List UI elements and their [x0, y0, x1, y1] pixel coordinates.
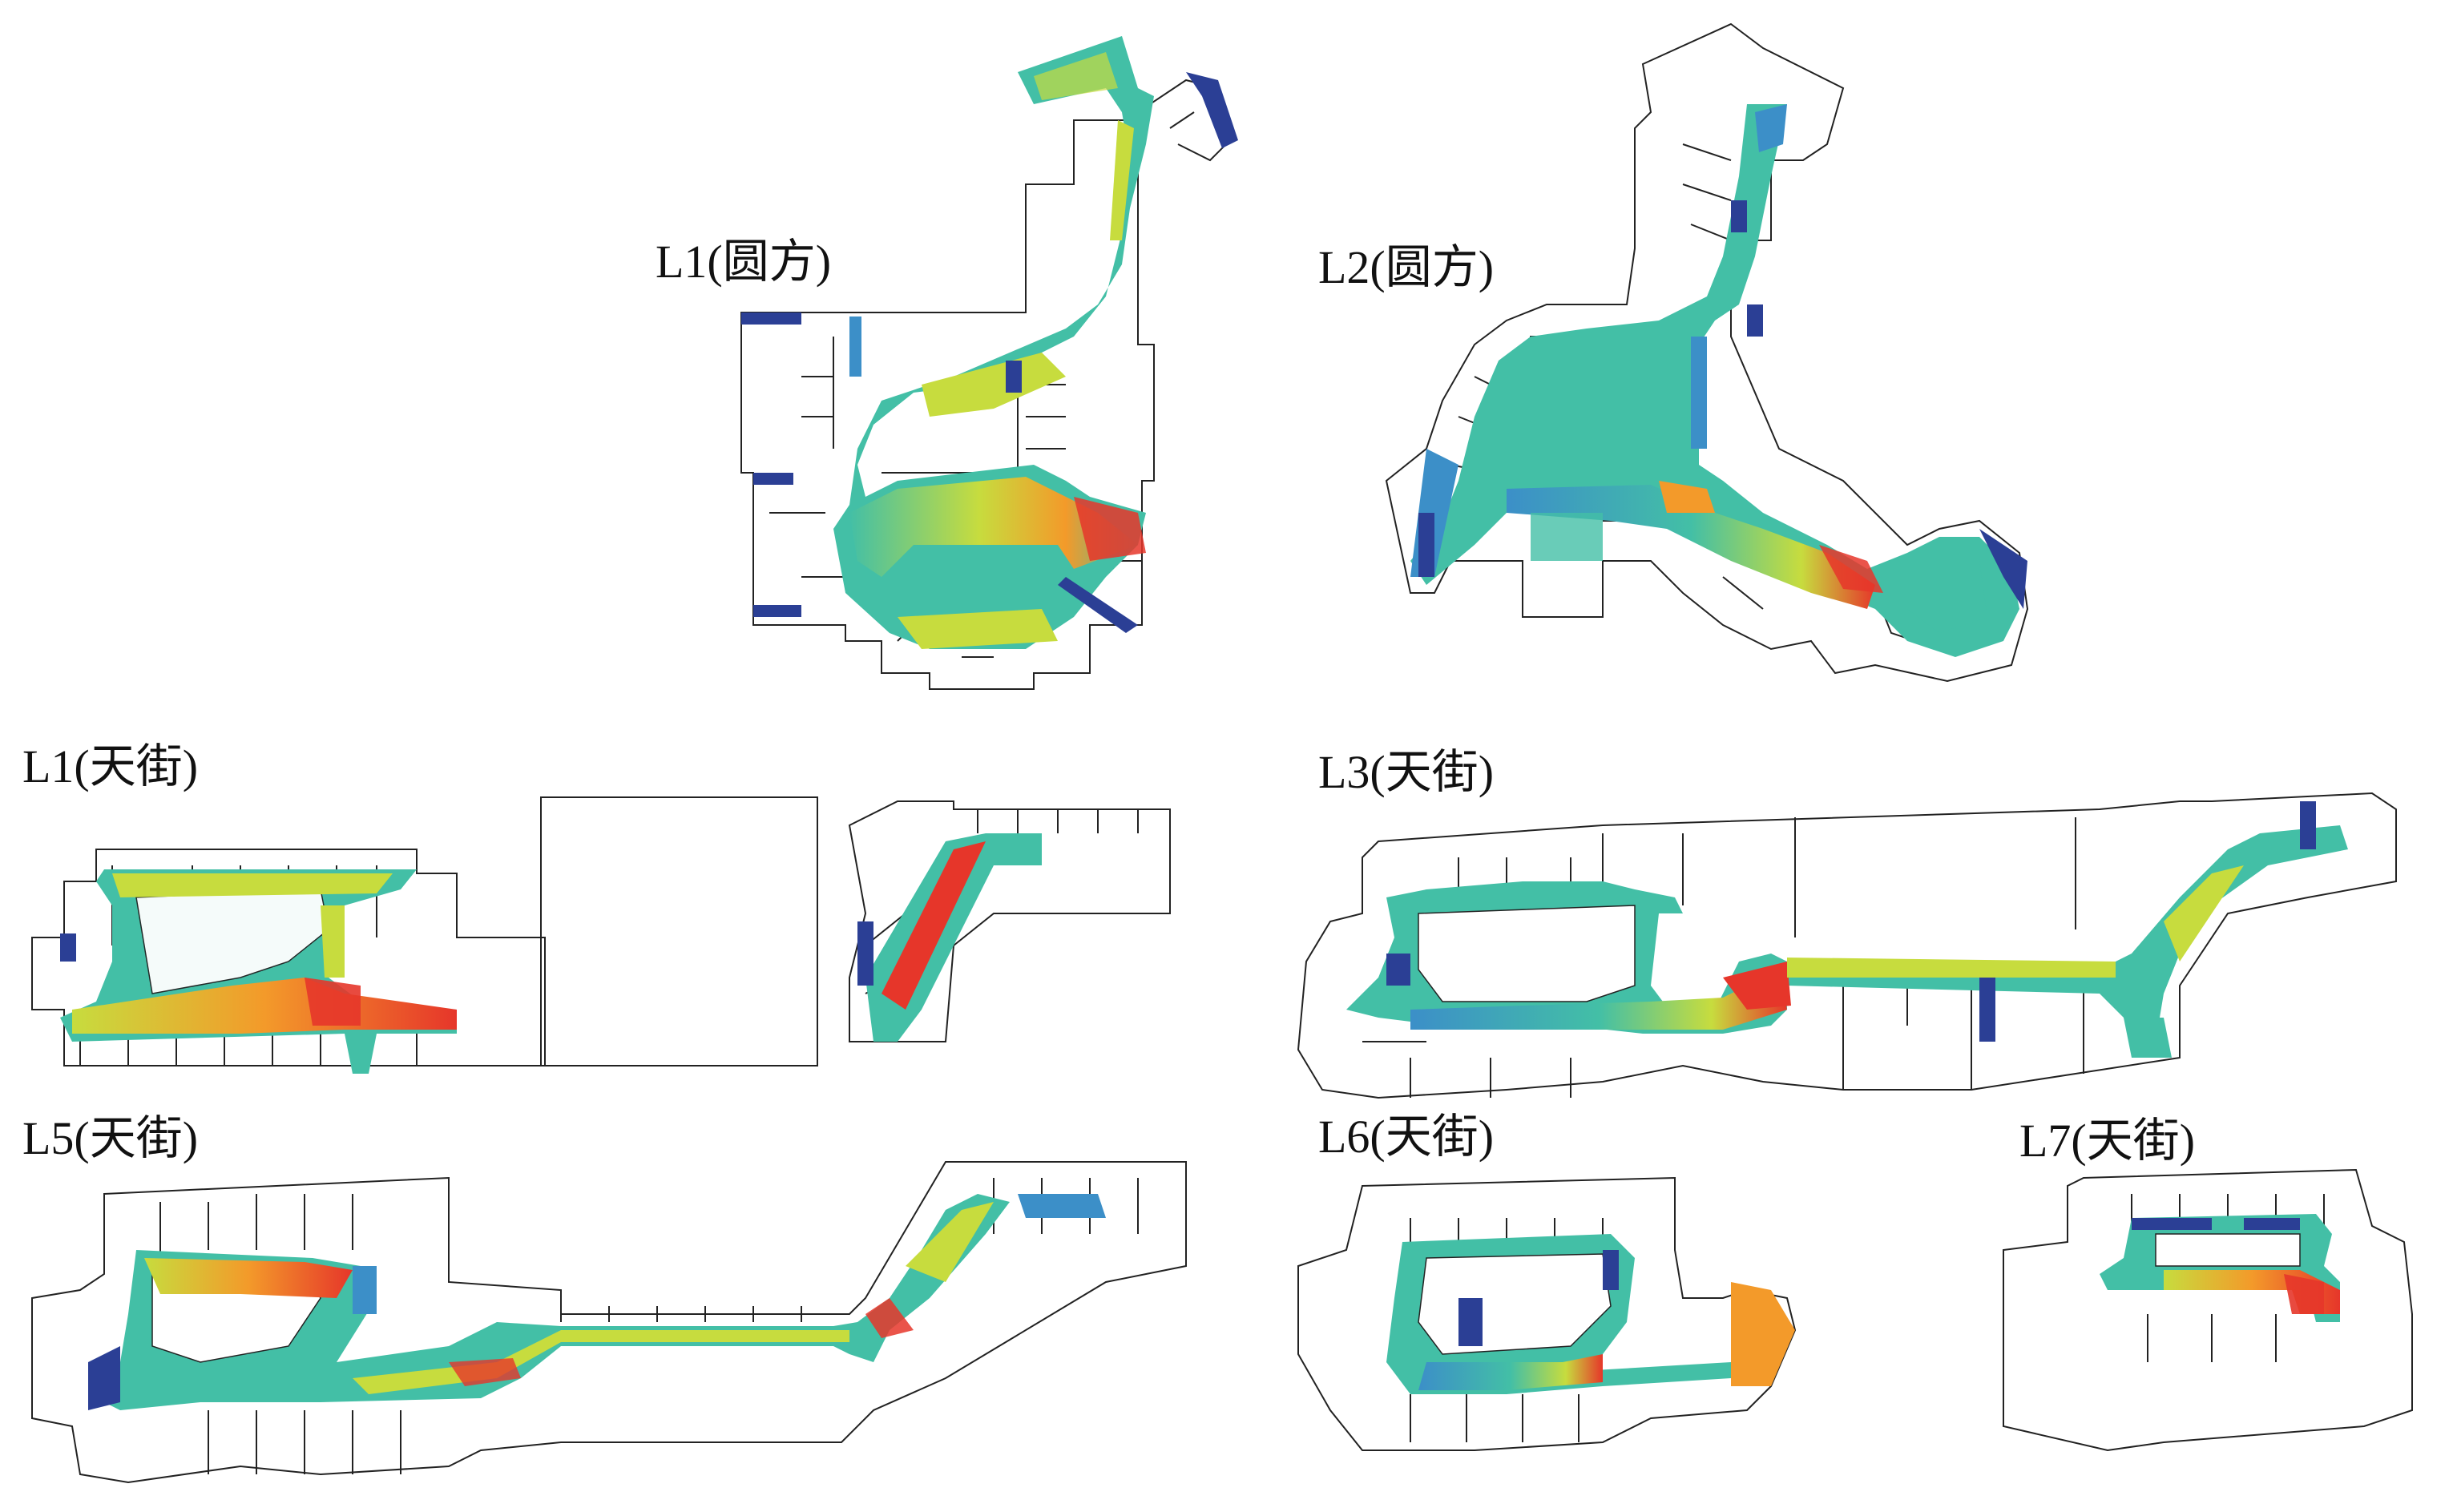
plan-outline	[740, 119, 1155, 690]
heat-l5-tianjie	[88, 1194, 1106, 1410]
plan-label-l1-yuanfang: L1(圆方)	[656, 236, 832, 288]
heat-l1-yuanfang	[741, 36, 1238, 649]
plan-outline	[2003, 1168, 2413, 1452]
heat-l3-tianjie	[1346, 801, 2348, 1058]
plan-outline	[1385, 22, 2029, 683]
heat-l6-tianjie	[1386, 1234, 1795, 1394]
heat-l7-tianjie	[2100, 1214, 2340, 1322]
plan-label-l5-tianjie: L5(天街)	[22, 1112, 199, 1164]
plan-l6-tianjie	[1297, 1176, 1797, 1451]
heat-l1-tianjie	[60, 833, 1042, 1074]
plan-label-l3-tianjie: L3(天街)	[1318, 746, 1495, 798]
plan-outline	[1297, 1176, 1797, 1451]
plan-label-l2-yuanfang: L2(圆方)	[1318, 241, 1495, 293]
plan-label-l6-tianjie: L6(天街)	[1318, 1111, 1495, 1163]
plan-l7-tianjie	[2003, 1168, 2413, 1452]
heat-l2-yuanfang	[1410, 104, 2027, 657]
plan-l3-tianjie	[1297, 792, 2397, 1099]
plan-label-l1-tianjie: L1(天街)	[22, 740, 199, 792]
plan-label-l7-tianjie: L7(天街)	[2019, 1115, 2196, 1167]
plan-outline	[31, 849, 546, 1066]
